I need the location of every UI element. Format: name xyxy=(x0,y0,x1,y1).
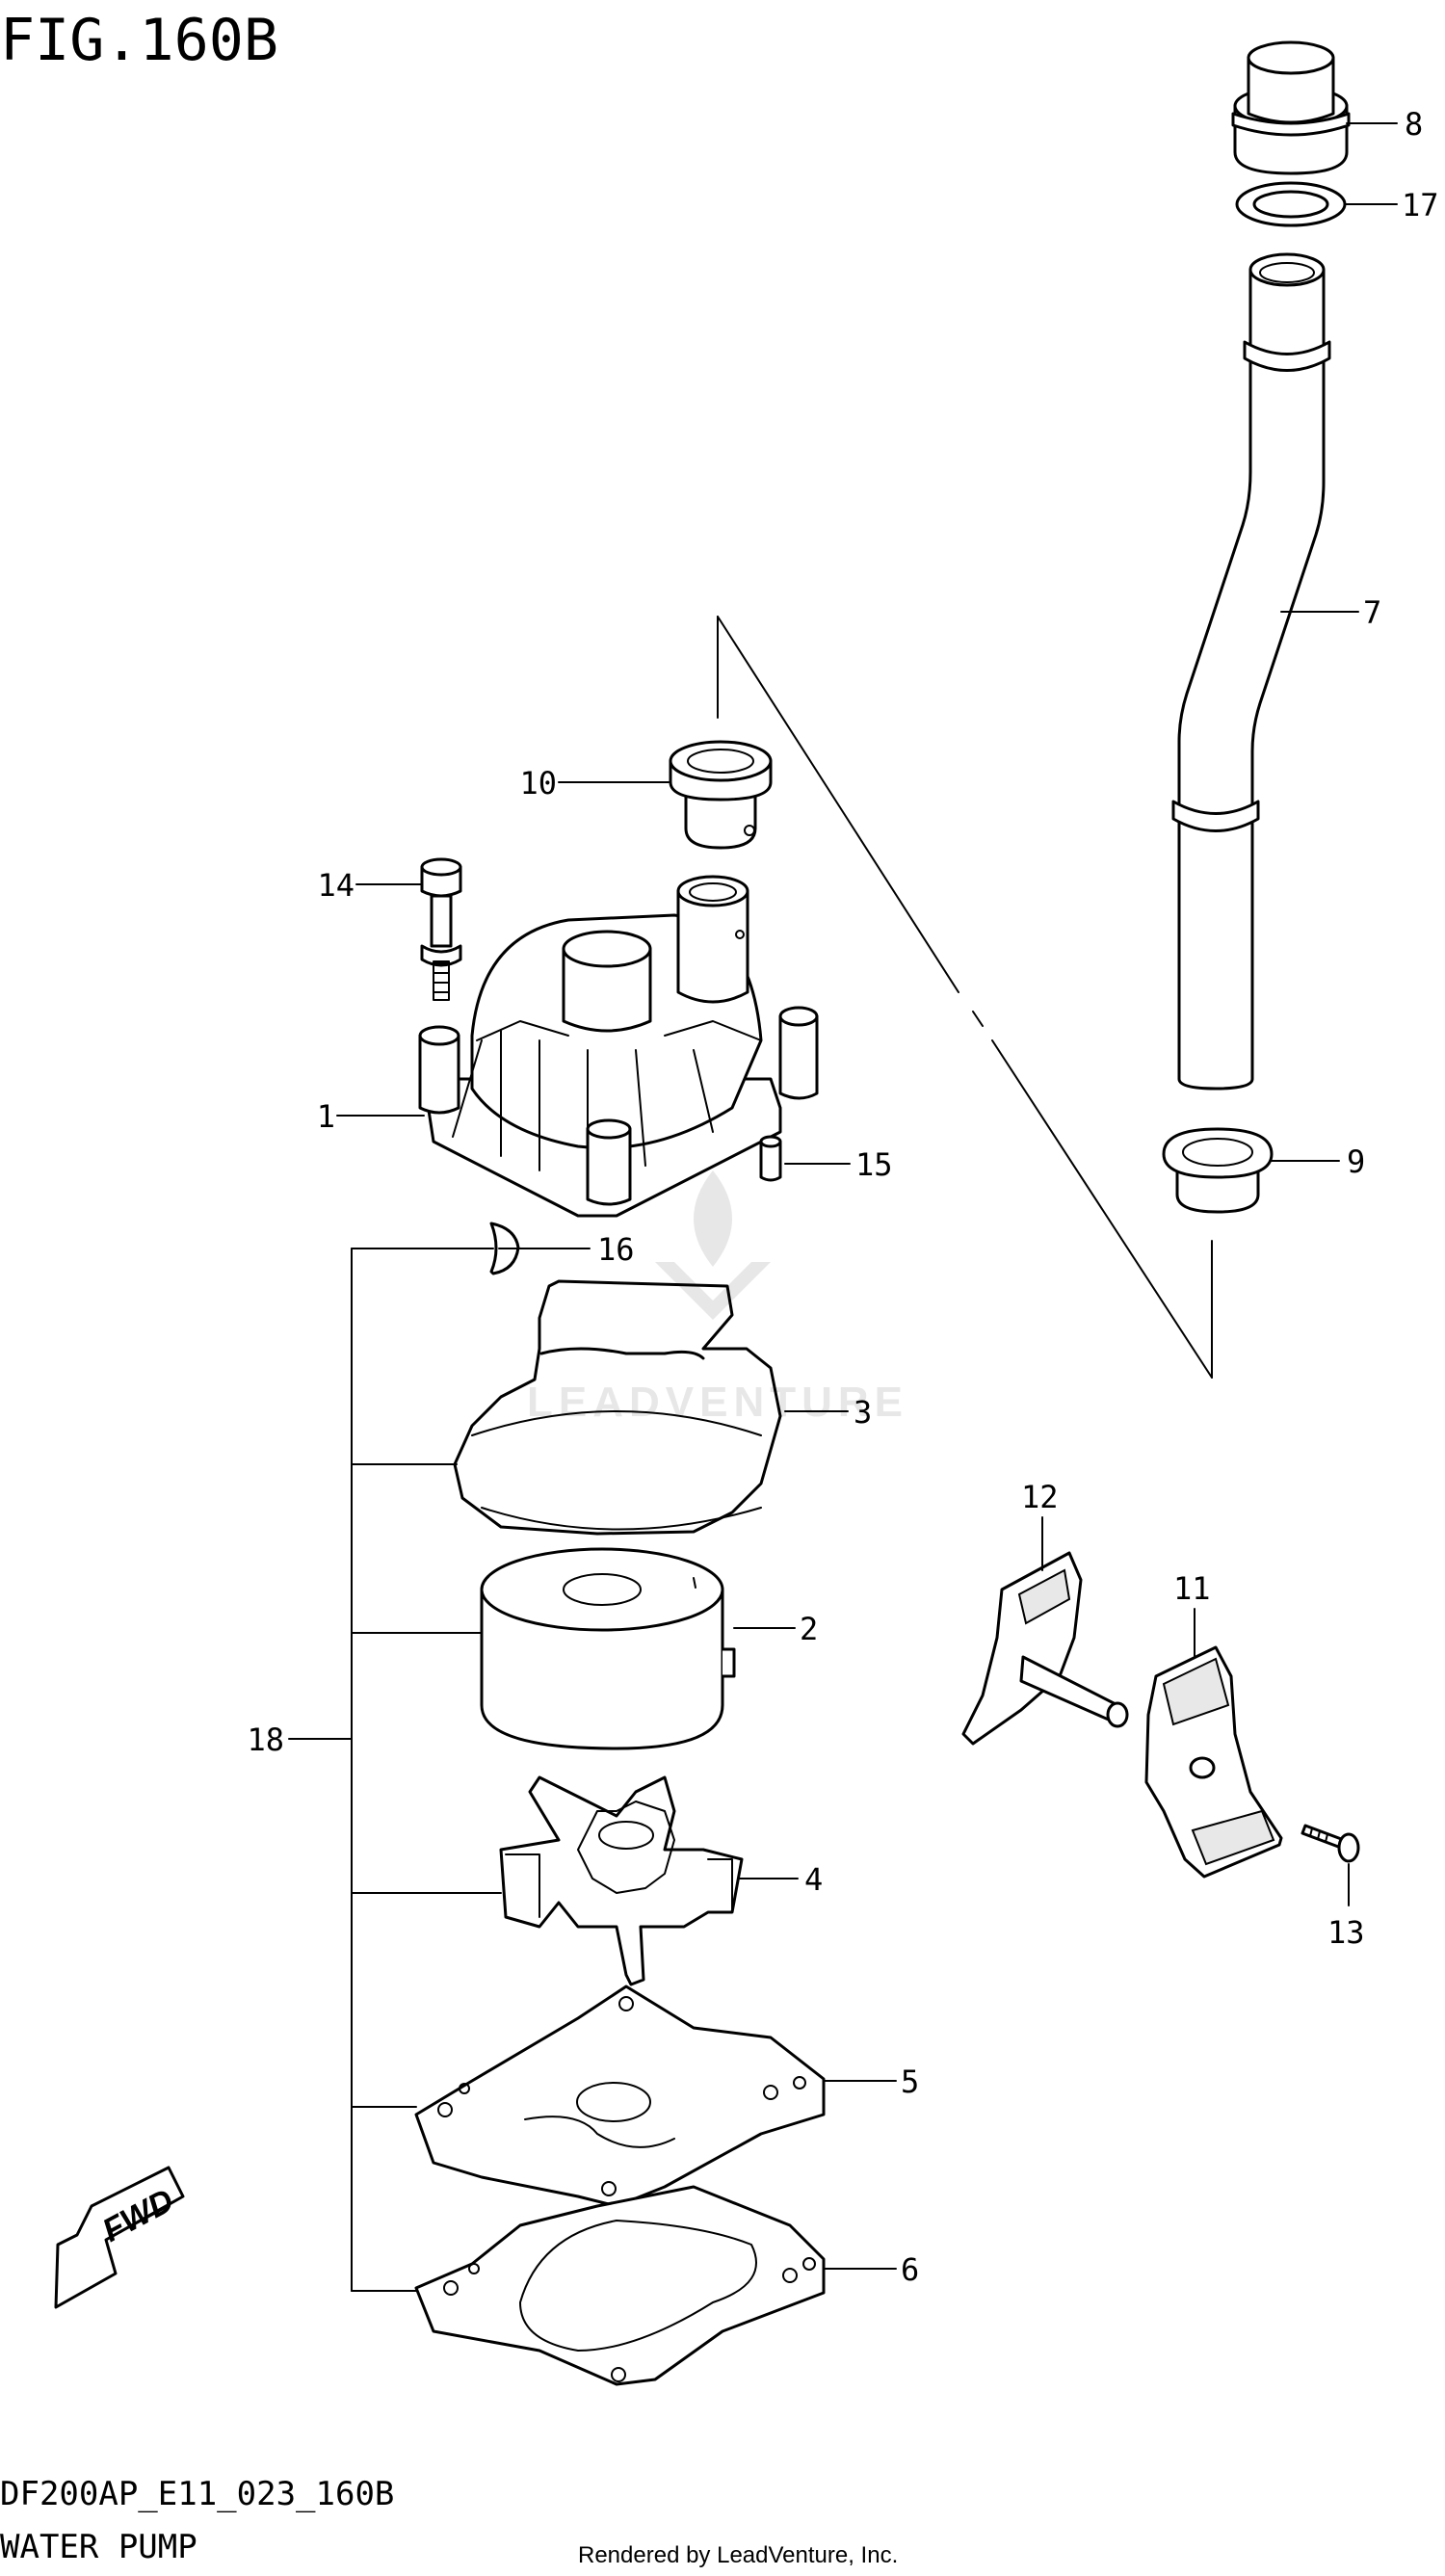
part-16-key xyxy=(489,1222,591,1275)
callout-12: 12 xyxy=(1021,1479,1059,1515)
callout-2: 2 xyxy=(800,1611,818,1647)
callout-6: 6 xyxy=(901,2251,919,2288)
part-11-grill xyxy=(1144,1608,1283,1879)
callouts: 8 17 7 9 10 14 1 15 16 3 12 11 2 18 4 13… xyxy=(247,106,1438,2288)
part-18-kit-bracket xyxy=(288,1248,502,2292)
part-1-pump-case xyxy=(336,875,819,1218)
part-12-grill xyxy=(961,1516,1129,1746)
part-14-bolt xyxy=(355,857,462,1001)
callout-13: 13 xyxy=(1327,1914,1365,1951)
part-4-impeller xyxy=(499,1775,799,1986)
part-17-o-ring xyxy=(1235,181,1398,227)
rendered-by: Rendered by LeadVenture, Inc. xyxy=(578,2542,898,2568)
part-10-grommet xyxy=(558,740,773,850)
callout-15: 15 xyxy=(855,1146,893,1183)
callout-7: 7 xyxy=(1363,594,1381,631)
figure-caption: WATER PUMP xyxy=(0,2528,197,2566)
watermark: LEADVENTURE xyxy=(527,1170,908,1426)
callout-8: 8 xyxy=(1405,106,1423,143)
part-3-guide-plate xyxy=(453,1279,849,1536)
part-5-gasket xyxy=(414,1985,897,2208)
part-8-sleeve xyxy=(1231,40,1398,175)
callout-4: 4 xyxy=(804,1861,823,1898)
callout-9: 9 xyxy=(1347,1143,1365,1180)
part-6-gasket xyxy=(414,2185,897,2386)
callout-14: 14 xyxy=(317,867,355,904)
part-9-grommet xyxy=(1162,1127,1340,1214)
callout-10: 10 xyxy=(519,765,557,802)
callout-3: 3 xyxy=(854,1394,872,1431)
callout-18: 18 xyxy=(247,1722,284,1758)
part-15-pin xyxy=(759,1135,851,1182)
part-2-liner xyxy=(480,1547,796,1750)
guide-lines xyxy=(717,616,1213,1379)
figure-code: DF200AP_E11_023_160B xyxy=(0,2475,394,2513)
part-13-screw xyxy=(1300,1824,1360,1906)
callout-17: 17 xyxy=(1402,187,1439,223)
callout-1: 1 xyxy=(317,1098,335,1135)
watermark-text: LEADVENTURE xyxy=(527,1379,908,1426)
callout-16: 16 xyxy=(597,1231,635,1268)
figure-title: FIG.160B xyxy=(0,7,278,74)
callout-5: 5 xyxy=(901,2063,919,2100)
fwd-arrow-icon: FWD xyxy=(54,2166,185,2309)
part-7-water-tube xyxy=(1171,252,1359,1091)
callout-11: 11 xyxy=(1173,1570,1211,1607)
